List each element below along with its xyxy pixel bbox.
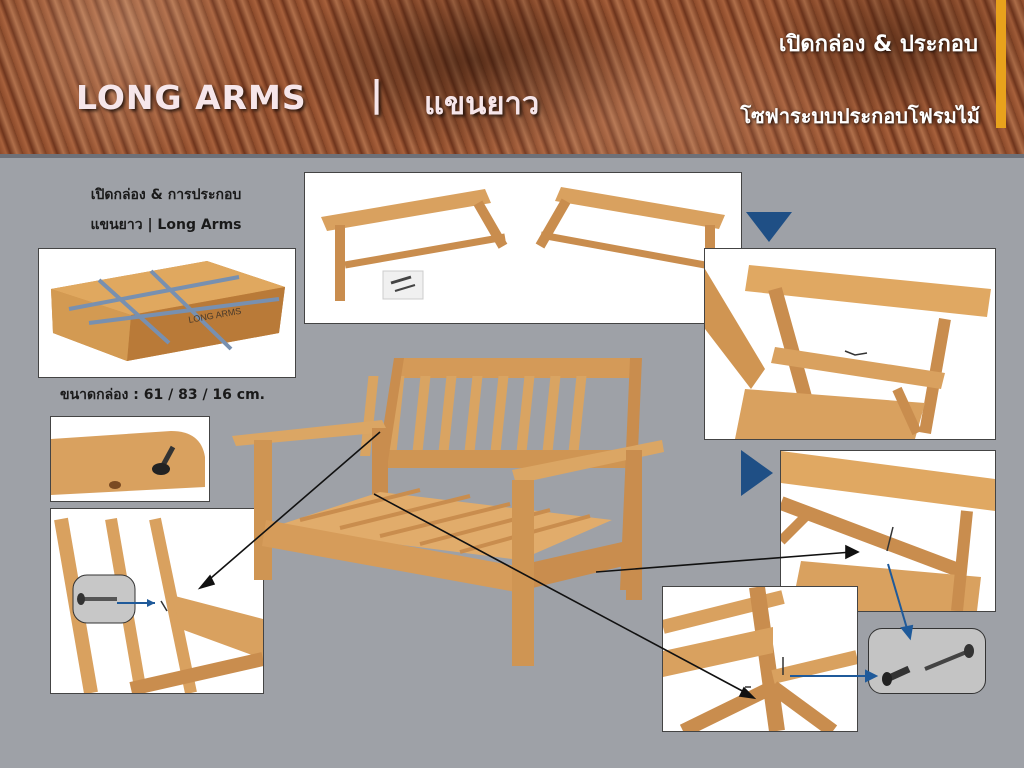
header-banner: LONG ARMS | แขนยาว เปิดกล่อง & ประกอบ โซ…	[0, 0, 1024, 154]
back-joint-photo	[662, 586, 858, 732]
banner-divider	[0, 154, 1024, 158]
title-thai: แขนยาว	[424, 86, 540, 122]
title-separator: |	[370, 74, 384, 115]
arm-frame-photo	[704, 248, 996, 440]
screw-detail-photo	[50, 416, 210, 502]
header-subtitle-top: เปิดกล่อง & ประกอบ	[778, 32, 978, 57]
banner-wood-texture	[0, 0, 1024, 154]
screws-inset	[868, 628, 986, 694]
title-english: LONG ARMS	[76, 78, 307, 117]
header-subtitle-bottom: โซฟาระบบประกอบโฟรมไม้	[740, 104, 980, 128]
pointer-triangle-down	[746, 212, 792, 242]
rail-joint-photo	[780, 450, 996, 612]
side-assembly-photo	[50, 508, 264, 694]
pointer-triangle-right	[741, 450, 773, 496]
box-photo: LONG ARMS	[38, 248, 296, 378]
arm-pieces-photo	[304, 172, 742, 324]
sofa-back-top-rail	[394, 358, 638, 378]
caption-line-2: แขนยาว | Long Arms	[90, 217, 242, 233]
caption-line-1: เปิดกล่อง & การประกอบ	[90, 187, 242, 203]
accent-bar	[996, 0, 1006, 128]
box-size-text: ขนาดกล่อง : 61 / 83 / 16 cm.	[60, 387, 265, 403]
